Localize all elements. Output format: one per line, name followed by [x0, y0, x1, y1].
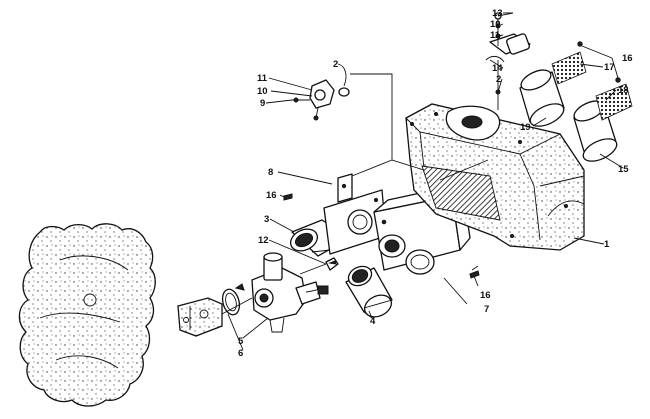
callout-10-top: 10: [490, 19, 501, 30]
screws: [283, 41, 621, 279]
adapter-plate: [323, 173, 387, 255]
callout-3: 3: [264, 214, 269, 225]
callout-4: 4: [370, 316, 376, 327]
leader-lines: [227, 12, 624, 351]
clamp-ring: [221, 283, 245, 316]
callout-8: 8: [268, 167, 273, 178]
intake-tube-19: [519, 51, 587, 127]
callout-15: 15: [618, 164, 629, 175]
callout-2-top: 2: [496, 74, 501, 85]
callout-19: 19: [520, 122, 531, 133]
callout-2-left: 2: [333, 59, 338, 70]
callout-11-top: 11: [490, 30, 501, 41]
callout-18: 18: [618, 85, 629, 96]
assembly-lines: [221, 73, 499, 315]
callout-16-top-right: 16: [622, 53, 633, 64]
callout-14: 14: [492, 63, 503, 74]
carburetor: [251, 252, 329, 333]
rubber-boot: [345, 265, 393, 318]
callout-11-left: 11: [257, 73, 268, 84]
callout-16-left: 16: [266, 190, 277, 201]
fitting-assembly: [292, 79, 350, 121]
clip: [325, 257, 339, 271]
callout-13: 13: [492, 8, 503, 19]
callouts: 13 10 11 14 2 16 17 18 19 15 2 11 10 9 8…: [238, 8, 633, 359]
callout-6: 6: [238, 348, 243, 359]
callout-10-left: 10: [257, 86, 268, 97]
callout-1: 1: [604, 239, 610, 250]
callout-5: 5: [238, 336, 244, 347]
callout-12: 12: [258, 235, 269, 246]
callout-16-bottom: 16: [480, 290, 491, 301]
callout-17: 17: [604, 62, 615, 73]
primer-assembly: [485, 12, 531, 96]
engine-block: [18, 223, 156, 407]
callout-7: 7: [484, 304, 489, 315]
callout-9: 9: [260, 98, 265, 109]
intake-tube-15: [573, 83, 633, 162]
intake-flange: [177, 297, 223, 337]
